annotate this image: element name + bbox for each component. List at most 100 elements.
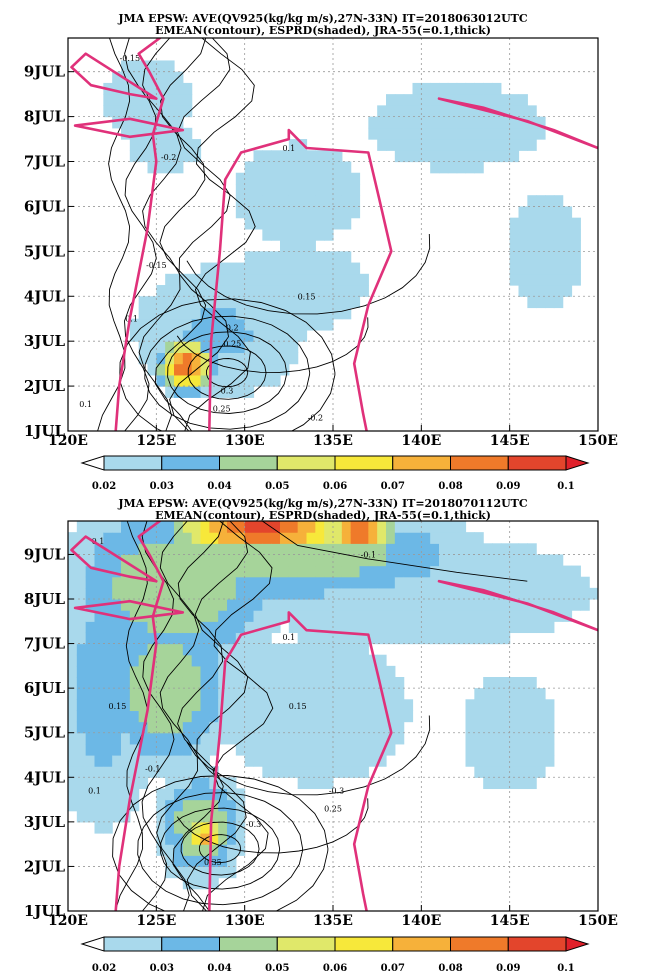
spread-cell bbox=[439, 632, 449, 645]
spread-cell bbox=[297, 195, 308, 208]
spread-cell bbox=[553, 195, 564, 208]
spread-cell bbox=[447, 576, 458, 589]
spread-cell bbox=[227, 285, 237, 297]
spread-cell bbox=[121, 710, 131, 723]
spread-cell bbox=[174, 296, 184, 309]
spread-cell bbox=[509, 576, 520, 589]
spread-cell bbox=[536, 228, 546, 241]
spread-cell bbox=[527, 743, 537, 756]
spread-cell bbox=[68, 599, 78, 611]
spread-cell bbox=[456, 565, 467, 578]
spread-cell bbox=[244, 743, 255, 756]
spread-cell bbox=[129, 732, 140, 745]
spread-cell bbox=[103, 777, 113, 790]
y-tick-label: 4JUL bbox=[24, 768, 66, 786]
spread-cell bbox=[280, 599, 290, 611]
spread-cell bbox=[430, 161, 440, 174]
spread-cell bbox=[306, 296, 316, 309]
spread-cell bbox=[341, 654, 352, 667]
spread-cell bbox=[280, 688, 290, 700]
spread-cell bbox=[333, 273, 343, 286]
spread-cell bbox=[235, 743, 246, 756]
spread-cell bbox=[156, 821, 166, 834]
spread-cell bbox=[129, 699, 140, 712]
colorbar-swatch bbox=[276, 936, 336, 952]
spread-cell bbox=[394, 94, 405, 106]
spread-cell bbox=[165, 341, 175, 353]
contour-label: 0.25 bbox=[213, 405, 231, 414]
spread-cell bbox=[191, 877, 202, 890]
spread-cell bbox=[341, 599, 352, 611]
spread-cell bbox=[359, 565, 369, 578]
spread-cell bbox=[421, 554, 431, 567]
spread-cell bbox=[297, 755, 308, 767]
spread-cell bbox=[306, 251, 316, 264]
contour-label: 0.1 bbox=[282, 633, 295, 642]
spread-cell bbox=[518, 116, 528, 129]
spread-cell bbox=[518, 732, 528, 745]
spread-cell bbox=[103, 521, 113, 533]
spread-cell bbox=[386, 665, 396, 678]
spread-cell bbox=[174, 610, 184, 622]
spread-cell bbox=[244, 599, 255, 611]
spread-cell bbox=[306, 273, 316, 286]
spread-cell bbox=[403, 576, 414, 589]
spread-cell bbox=[182, 643, 193, 656]
spread-cell bbox=[244, 318, 255, 331]
spread-cell bbox=[165, 329, 175, 342]
spread-cell bbox=[430, 521, 440, 533]
spread-cell bbox=[94, 610, 104, 622]
spread-cell bbox=[227, 273, 237, 286]
spread-cell bbox=[218, 866, 228, 879]
spread-cell bbox=[94, 799, 104, 812]
spread-cell bbox=[280, 217, 290, 230]
spread-cell bbox=[244, 521, 255, 533]
spread-cell bbox=[341, 576, 352, 589]
spread-cell bbox=[129, 139, 140, 151]
spread-cell bbox=[306, 161, 316, 174]
spread-cell bbox=[156, 363, 166, 376]
spread-cell bbox=[138, 127, 149, 140]
spread-cell bbox=[174, 699, 184, 712]
spread-cell bbox=[235, 195, 246, 208]
spread-cell bbox=[182, 554, 193, 567]
spread-cell bbox=[235, 587, 246, 600]
spread-cell bbox=[333, 721, 343, 734]
spread-cell bbox=[386, 732, 396, 745]
spread-cell bbox=[500, 554, 511, 567]
spread-cell bbox=[324, 217, 334, 230]
spread-cell bbox=[165, 532, 175, 544]
spread-cell bbox=[191, 565, 202, 578]
spread-cell bbox=[483, 621, 493, 634]
spread-cell bbox=[350, 195, 361, 208]
spread-cell bbox=[553, 565, 564, 578]
spread-cell bbox=[288, 554, 299, 567]
spread-cell bbox=[94, 788, 104, 801]
spread-cell bbox=[571, 240, 581, 252]
contour-label: -0.3 bbox=[246, 820, 261, 829]
contour-label: 0.15 bbox=[289, 702, 307, 711]
spread-cell bbox=[156, 307, 166, 320]
spread-cell bbox=[297, 699, 308, 712]
spread-cell bbox=[509, 273, 520, 286]
spread-cell bbox=[182, 688, 193, 700]
spread-cell bbox=[500, 116, 511, 129]
spread-cell bbox=[403, 116, 414, 129]
spread-cell bbox=[182, 94, 193, 106]
spread-cell bbox=[182, 150, 193, 163]
spread-cell bbox=[447, 105, 458, 118]
spread-cell bbox=[553, 554, 564, 567]
spread-cell bbox=[165, 688, 175, 700]
spread-cell bbox=[350, 599, 361, 611]
colorbar-label: 0.05 bbox=[265, 963, 289, 974]
spread-cell bbox=[500, 543, 511, 556]
spread-cell bbox=[85, 743, 96, 756]
spread-cell bbox=[333, 610, 343, 622]
spread-cell bbox=[129, 643, 140, 656]
spread-cell bbox=[430, 565, 440, 578]
spread-cell bbox=[474, 599, 484, 611]
spread-cell bbox=[235, 710, 246, 723]
spread-cell bbox=[218, 833, 228, 845]
spread-cell bbox=[430, 543, 440, 556]
spread-cell bbox=[262, 576, 272, 589]
